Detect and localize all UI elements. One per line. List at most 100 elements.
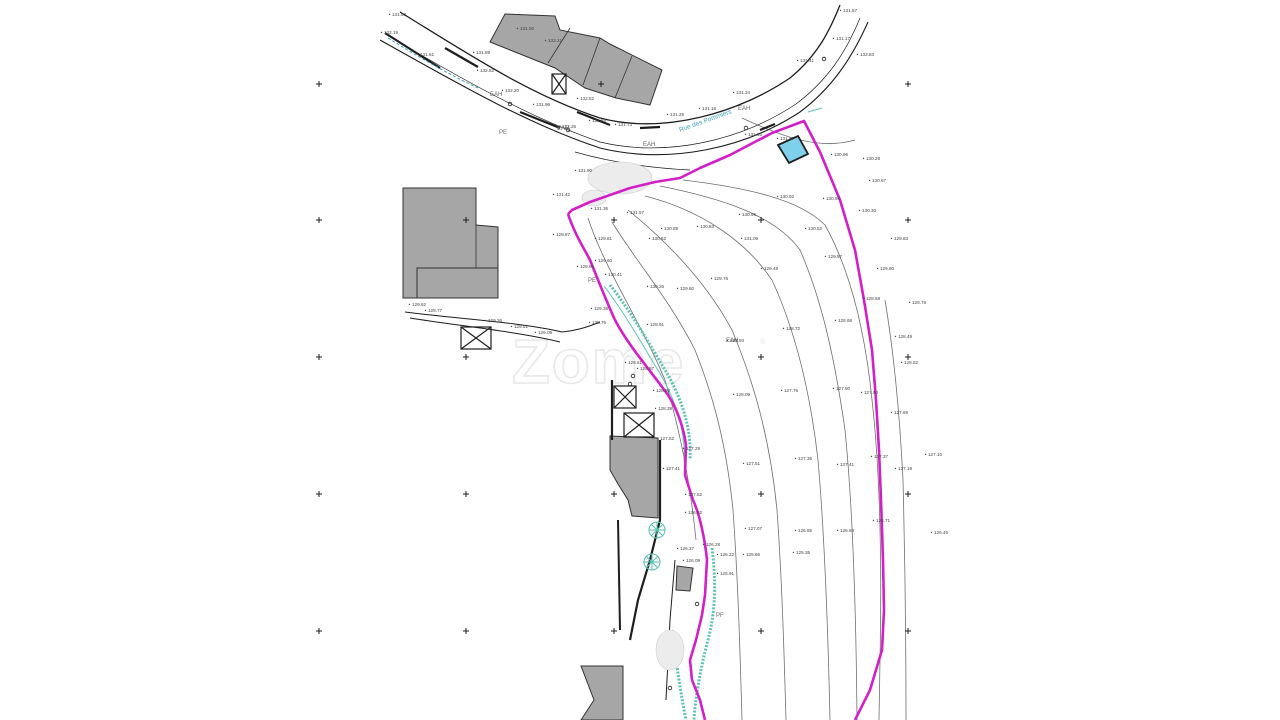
spot-height-label: 126.84 — [840, 528, 854, 533]
spot-height-point — [660, 227, 663, 230]
spot-height-point — [836, 463, 839, 466]
spot-height-label: 131.34 — [736, 90, 750, 95]
spot-height-label: 127.90 — [864, 390, 878, 395]
spot-height-point — [716, 572, 719, 575]
spot-height-label: 127.41 — [666, 466, 680, 471]
curb-segment — [639, 125, 661, 130]
spot-height-point — [894, 467, 897, 470]
spot-height-point — [388, 13, 391, 16]
spot-height-point — [824, 255, 827, 258]
curb-segment — [444, 47, 479, 68]
spot-height-point — [636, 367, 639, 370]
map-label: EAH — [726, 338, 738, 344]
building — [675, 565, 694, 592]
spot-height-point — [590, 207, 593, 210]
spot-height-point — [732, 393, 735, 396]
spot-height-point — [890, 411, 893, 414]
spot-height-point — [716, 553, 719, 556]
spot-height-label: 132.21 — [548, 38, 562, 43]
x-box-structures — [460, 73, 655, 438]
spot-height-point — [822, 197, 825, 200]
spot-height-label: 128.92 — [656, 388, 670, 393]
spot-height-label: 127.52 — [660, 436, 674, 441]
map-label: EAH — [738, 106, 750, 112]
spot-height-label: 131.18 — [702, 106, 716, 111]
grid-cross-icon — [905, 628, 911, 634]
contour-line — [644, 195, 831, 720]
grid-cross-icon — [316, 628, 322, 634]
spot-height-label: 132.52 — [480, 68, 494, 73]
spot-height-label: 126.22 — [720, 552, 734, 557]
spot-height-point — [744, 133, 747, 136]
spot-height-point — [624, 361, 627, 364]
spot-height-point — [534, 331, 537, 334]
hedge — [692, 547, 717, 720]
spot-height-label: 132.19 — [384, 30, 398, 35]
building — [580, 665, 624, 720]
spot-height-label: 126.92 — [688, 510, 702, 515]
curb-segment — [759, 122, 776, 132]
building-division — [614, 55, 633, 99]
spot-height-point — [830, 153, 833, 156]
watermark-registered-mark: ® — [760, 337, 766, 346]
spot-height-point — [484, 319, 487, 322]
water-line — [387, 37, 479, 89]
trees — [643, 521, 666, 571]
spot-height-point — [656, 437, 659, 440]
spot-height-point — [676, 287, 679, 290]
spot-height-label: 131.09 — [744, 236, 758, 241]
spot-height-label: 128.09 — [736, 392, 750, 397]
contour-line — [741, 117, 856, 144]
spot-height-label: 131.42 — [556, 192, 570, 197]
spot-height-label: 127.50 — [836, 386, 850, 391]
spot-height-label: 129.77 — [428, 308, 442, 313]
spot-height-label: 126.37 — [680, 546, 694, 551]
spot-height-point — [698, 107, 701, 110]
spot-height-label: 128.58 — [866, 296, 880, 301]
grid-cross-icon — [316, 217, 322, 223]
map-label: EAH — [643, 142, 655, 148]
spot-height-label: 127.29 — [686, 446, 700, 451]
buildings — [402, 13, 694, 720]
spot-height-label: 127.69 — [894, 410, 908, 415]
watermark-text: Zome — [512, 328, 685, 397]
spot-height-point — [552, 193, 555, 196]
spot-height-label: 131.41 — [800, 58, 814, 63]
hedge — [603, 285, 685, 463]
spot-height-point — [710, 277, 713, 280]
spot-height-point — [604, 273, 607, 276]
spot-height-point — [614, 123, 617, 126]
wall — [665, 559, 676, 701]
watermark: Zome ® — [511, 327, 766, 398]
spot-height-label: 130.96 — [834, 152, 848, 157]
spot-height-point — [832, 387, 835, 390]
spot-height-point — [626, 211, 629, 214]
spot-height-label: 129.38 — [594, 306, 608, 311]
spot-height-point — [416, 53, 419, 56]
spot-height-point — [676, 547, 679, 550]
spot-height-label: 127.19 — [898, 466, 912, 471]
curb-segment — [384, 32, 441, 69]
spot-height-point — [588, 119, 591, 122]
grid-cross-icon — [905, 491, 911, 497]
survey-point — [565, 127, 571, 133]
spot-height-label: 126.09 — [686, 558, 700, 563]
spot-height-label: 125.66 — [746, 552, 760, 557]
wall — [617, 519, 621, 631]
grid-cross-icon — [611, 491, 617, 497]
spot-height-point — [744, 527, 747, 530]
contour-line — [627, 209, 787, 720]
spot-height-labels: 131.80132.19131.89131.50131.61132.21132.… — [380, 8, 948, 576]
spot-height-label: 128.57 — [640, 366, 654, 371]
spot-height-point — [776, 195, 779, 198]
grid-cross-icon — [611, 217, 617, 223]
spot-height-label: 129.80 — [880, 266, 894, 271]
grid-cross-icon — [905, 81, 911, 87]
spot-height-point — [900, 361, 903, 364]
spot-height-label: 131.50 — [520, 26, 534, 31]
spot-height-label: 128.91 — [650, 322, 664, 327]
spot-height-label: 132.26 — [562, 124, 576, 129]
spot-height-point — [834, 319, 837, 322]
street-name-label: Rue des Pommiers — [678, 108, 733, 134]
